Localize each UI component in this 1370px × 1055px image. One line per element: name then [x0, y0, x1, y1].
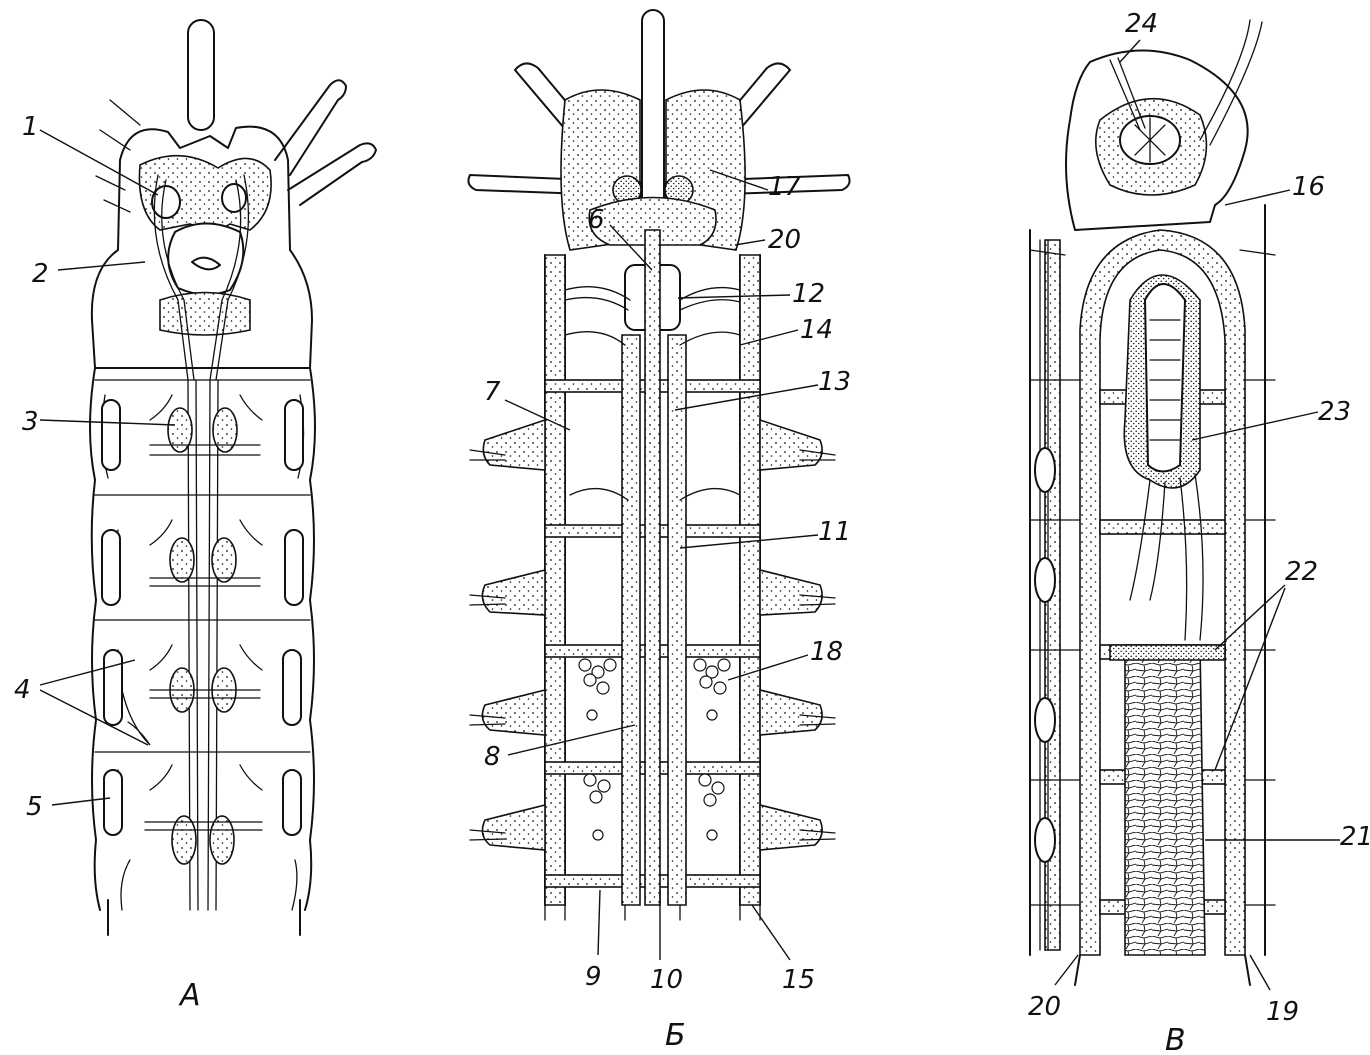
- label-22: 22: [1285, 557, 1318, 587]
- label-3: 3: [22, 407, 39, 437]
- panel-b: [468, 10, 849, 920]
- caption-a: A: [178, 978, 201, 1013]
- panel-a: [90, 20, 376, 935]
- label-1: 1: [22, 112, 39, 142]
- label-18: 18: [810, 637, 843, 667]
- caption-c: В: [1165, 1023, 1186, 1055]
- label-24: 24: [1125, 9, 1158, 39]
- label-10: 10: [650, 965, 683, 995]
- label-11: 11: [818, 517, 851, 547]
- label-19: 19: [1266, 997, 1299, 1027]
- label-9: 9: [585, 962, 602, 992]
- label-5: 5: [26, 792, 43, 822]
- label-21: 21: [1340, 822, 1370, 852]
- label-4: 4: [14, 675, 31, 705]
- label-14: 14: [800, 315, 833, 345]
- label-20-c: 20: [1028, 992, 1061, 1022]
- label-8: 8: [484, 742, 501, 772]
- label-15: 15: [782, 965, 815, 995]
- label-2: 2: [32, 259, 49, 289]
- label-7: 7: [484, 377, 501, 407]
- label-23: 23: [1318, 397, 1351, 427]
- label-12: 12: [792, 279, 825, 309]
- label-6: 6: [588, 205, 605, 235]
- label-13: 13: [818, 367, 851, 397]
- caption-b: Б: [665, 1018, 686, 1053]
- label-20-b: 20: [768, 225, 801, 255]
- label-16: 16: [1292, 172, 1325, 202]
- label-17: 17: [768, 172, 802, 202]
